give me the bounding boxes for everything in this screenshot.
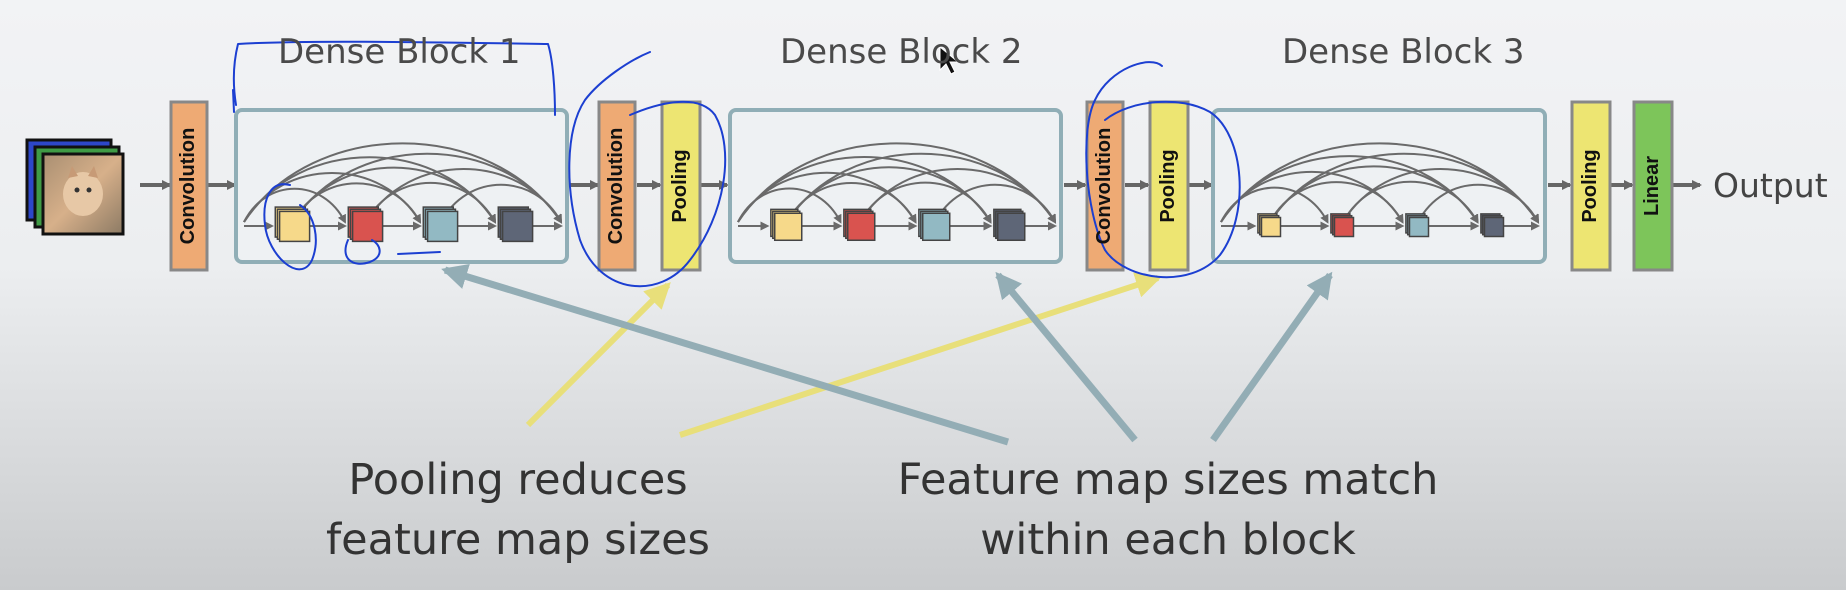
- feature-map-yellow-icon: [1257, 213, 1282, 238]
- pooling-label-2: Pooling: [1157, 149, 1179, 223]
- pooling-caption-line-1: Pooling reduces: [348, 455, 688, 505]
- handwritten-annotations: [232, 40, 1241, 288]
- feature-map-slate-icon: [497, 206, 534, 243]
- convolution-label-3: Convolution: [1093, 127, 1115, 245]
- convolution-layer-3: [1085, 100, 1125, 272]
- cursor-arrow-icon: [939, 45, 960, 75]
- pooling-caption: Pooling reduces feature map sizes: [318, 450, 718, 570]
- dense-block-1-title: Dense Block 1: [278, 32, 521, 72]
- feature-caption-line-1: Feature map sizes match: [897, 455, 1439, 505]
- output-label: Output: [1713, 166, 1828, 205]
- pooling-pointer-arrow-1: [525, 282, 671, 428]
- kitten-image-stack-icon: [25, 138, 125, 236]
- linear-label: Linear: [1641, 155, 1663, 217]
- dense-block-3-skip-arc: [1417, 183, 1539, 224]
- feature-map-yellow-icon: [274, 206, 311, 243]
- feature-map-slate-icon: [993, 208, 1026, 242]
- feature-pointer-arrow-1: [441, 263, 1010, 446]
- feature-map-red-icon: [843, 208, 876, 242]
- pooling-label-1: Pooling: [669, 149, 691, 223]
- feature-pointer-arrow-3: [1210, 271, 1333, 443]
- convolution-label-2: Convolution: [605, 127, 627, 245]
- feature-map-red-icon: [347, 206, 384, 243]
- pooling-pointer-arrow-2: [679, 272, 1162, 438]
- feature-map-teal-icon: [918, 208, 951, 242]
- feature-map-red-icon: [1330, 213, 1355, 238]
- convolution-layer-1: [169, 100, 209, 272]
- dense-block-3-title: Dense Block 3: [1282, 32, 1525, 72]
- dense-block-2-title: Dense Block 2: [780, 32, 1023, 72]
- pooling-caption-line-2: feature map sizes: [326, 515, 710, 565]
- feature-caption-line-2: within each block: [980, 515, 1356, 565]
- dense-block-2-skip-arc: [934, 183, 1056, 224]
- convolution-layer-2: [597, 100, 637, 272]
- feature-caption: Feature map sizes match within each bloc…: [888, 450, 1448, 570]
- feature-map-slate-icon: [1480, 213, 1505, 238]
- feature-map-teal-icon: [422, 206, 459, 243]
- feature-map-yellow-icon: [770, 208, 803, 242]
- feature-map-teal-icon: [1405, 213, 1430, 238]
- pooling-label-3: Pooling: [1579, 149, 1601, 223]
- linear-layer: [1632, 100, 1674, 272]
- convolution-label-1: Convolution: [177, 127, 199, 245]
- feature-pointer-arrow-2: [995, 271, 1138, 443]
- pooling-layer-1: [660, 100, 702, 272]
- pooling-layer-3: [1570, 100, 1612, 272]
